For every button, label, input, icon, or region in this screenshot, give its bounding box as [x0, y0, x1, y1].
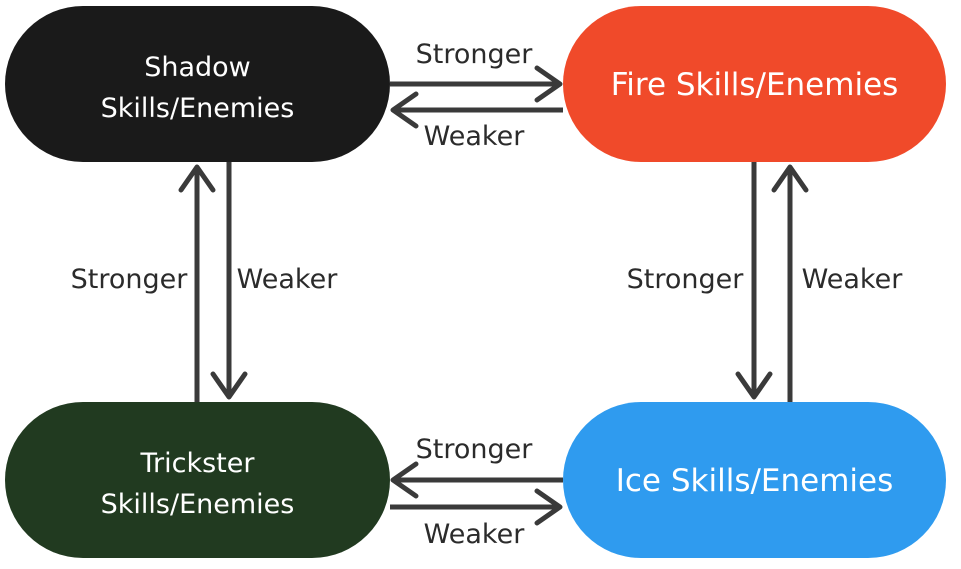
node-fire: Fire Skills/Enemies	[563, 6, 946, 162]
edge-fire-to-ice-arrowhead	[735, 371, 773, 400]
node-ice-box	[563, 402, 946, 558]
edge-trickster-to-ice: Weaker	[390, 488, 563, 550]
node-trickster-label-line2: Skills/Enemies	[101, 489, 295, 520]
edge-shadow-to-trickster-label: Weaker	[237, 264, 339, 295]
edge-trickster-to-shadow: Stronger	[71, 164, 216, 402]
node-shadow-label-line2: Skills/Enemies	[101, 93, 295, 124]
edge-shadow-to-trickster: Weaker	[210, 162, 339, 400]
node-trickster-box	[5, 402, 390, 558]
edge-shadow-to-fire: Stronger	[390, 39, 563, 103]
edge-trickster-to-ice-label: Weaker	[424, 519, 526, 550]
node-ice-label: Ice Skills/Enemies	[616, 463, 894, 499]
edge-ice-to-fire-arrowhead	[771, 164, 809, 193]
node-ice: Ice Skills/Enemies	[563, 402, 946, 558]
node-trickster: Trickster Skills/Enemies	[5, 402, 390, 558]
edge-fire-to-shadow-label: Weaker	[424, 121, 526, 152]
node-shadow-label-line1: Shadow	[144, 52, 251, 83]
node-shadow-box	[5, 6, 390, 162]
edge-fire-to-ice: Stronger	[627, 162, 773, 400]
edge-ice-to-trickster-arrowhead	[390, 461, 419, 499]
edge-ice-to-trickster-label: Stronger	[416, 434, 534, 465]
edge-ice-to-fire: Weaker	[771, 164, 904, 402]
edge-trickster-to-shadow-arrowhead	[178, 164, 216, 193]
node-trickster-label-line1: Trickster	[140, 448, 256, 479]
node-fire-label: Fire Skills/Enemies	[611, 67, 899, 103]
edge-shadow-to-fire-arrowhead	[534, 65, 563, 103]
edge-ice-to-fire-label: Weaker	[802, 264, 904, 295]
edge-trickster-to-shadow-label: Stronger	[71, 264, 189, 295]
edge-fire-to-ice-label: Stronger	[627, 264, 745, 295]
node-shadow: Shadow Skills/Enemies	[5, 6, 390, 162]
edge-fire-to-shadow: Weaker	[390, 91, 563, 152]
edge-trickster-to-ice-arrowhead	[534, 488, 563, 526]
edge-shadow-to-trickster-arrowhead	[210, 371, 248, 400]
node-fire-box	[563, 6, 946, 162]
edge-ice-to-trickster: Stronger	[390, 434, 563, 499]
edge-shadow-to-fire-label: Stronger	[416, 39, 534, 70]
edge-fire-to-shadow-arrowhead	[390, 91, 419, 129]
